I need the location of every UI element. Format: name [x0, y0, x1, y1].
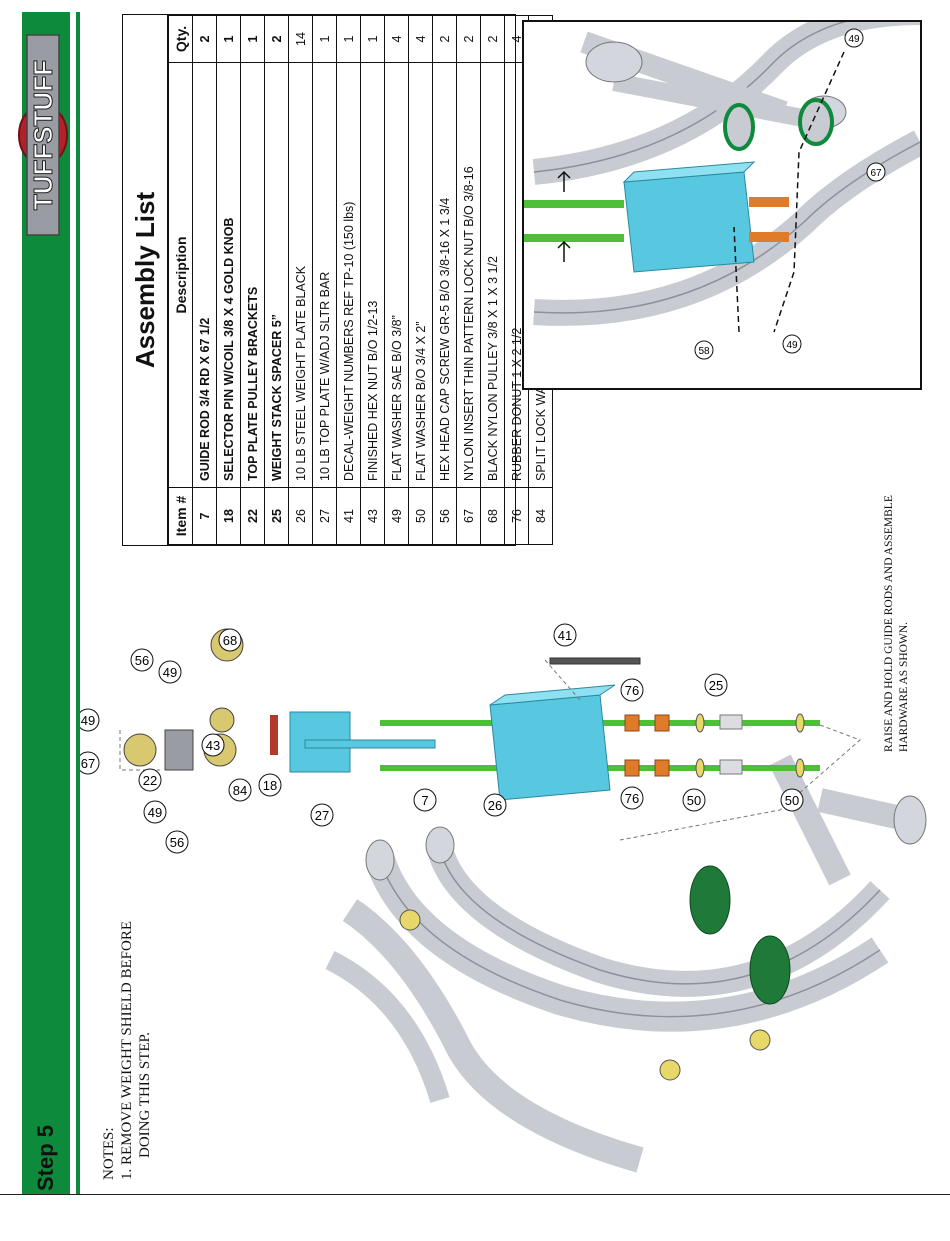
callout-18: 18 — [258, 773, 282, 797]
svg-text:50: 50 — [785, 793, 799, 808]
table-row: 50 FLAT WASHER B/O 3/4 X 2” 4 — [408, 15, 433, 545]
callout-26: 26 — [483, 793, 507, 817]
svg-text:25: 25 — [709, 678, 723, 693]
margin — [0, 0, 22, 1241]
assembly-list-title: Assembly List — [123, 15, 168, 545]
svg-text:41: 41 — [558, 628, 572, 643]
svg-text:56: 56 — [170, 835, 184, 850]
callout-50: 50 — [780, 788, 804, 812]
callout-76: 76 — [620, 678, 644, 702]
svg-text:TUFFSTUFF: TUFFSTUFF — [28, 60, 58, 210]
table-row: 49 FLAT WASHER SAE B/O 3/8” 4 — [384, 15, 409, 545]
svg-text:68: 68 — [223, 633, 237, 648]
table-row: 41 DECAL-WEIGHT NUMBERS REF TP-10 (150 l… — [336, 15, 361, 545]
callout-58: 58 — [694, 340, 714, 360]
table-row: 26 10 LB STEEL WEIGHT PLATE BLACK 14 — [288, 15, 313, 545]
weight-stack — [489, 684, 616, 801]
callout-7: 7 — [413, 788, 437, 812]
callout-76: 76 — [620, 786, 644, 810]
callout-68: 68 — [218, 628, 242, 652]
table-row: 25 WEIGHT STACK SPACER 5” 2 — [264, 15, 289, 545]
svg-text:43: 43 — [206, 738, 220, 753]
svg-text:49: 49 — [81, 713, 95, 728]
svg-text:49: 49 — [163, 665, 177, 680]
exploded-assembly-diagram: 56 49 68 49 67 22 43 84 18 27 49 56 41 7… — [80, 623, 927, 1173]
svg-text:67: 67 — [81, 756, 95, 771]
callout-50: 50 — [682, 788, 706, 812]
col-description: Description — [168, 62, 193, 488]
svg-text:49: 49 — [786, 340, 798, 351]
svg-text:49: 49 — [148, 805, 162, 820]
table-row: 67 NYLON INSERT THIN PATTERN LOCK NUT B/… — [456, 15, 481, 545]
weight-stack-detail — [622, 161, 756, 273]
callout-67: 67 — [80, 751, 100, 775]
table-row: 22 TOP PLATE PULLEY BRACKETS 1 — [240, 15, 265, 545]
svg-text:50: 50 — [687, 793, 701, 808]
svg-text:49: 49 — [848, 34, 860, 45]
callout-49: 49 — [158, 660, 182, 684]
table-row: 68 BLACK NYLON PULLEY 3/8 X 1 X 3 1/2 2 — [480, 15, 505, 545]
callout-56: 56 — [165, 830, 189, 854]
svg-text:76: 76 — [625, 683, 639, 698]
svg-text:22: 22 — [143, 773, 157, 788]
table-row: 56 HEX HEAD CAP SCREW GR-5 B/O 3/8-16 X … — [432, 15, 457, 545]
svg-text:84: 84 — [233, 783, 247, 798]
green-rule — [76, 12, 80, 1194]
callout-49: 49 — [80, 708, 100, 732]
table-row: 27 10 LB TOP PLATE W/ADJ SLTR BAR 1 — [312, 15, 337, 545]
svg-text:67: 67 — [870, 168, 882, 179]
svg-text:58: 58 — [698, 346, 710, 357]
callout-67: 67 — [866, 162, 886, 182]
callout-43: 43 — [201, 733, 225, 757]
svg-text:7: 7 — [421, 793, 428, 808]
callout-49: 49 — [143, 800, 167, 824]
svg-text:56: 56 — [135, 653, 149, 668]
tuffstuff-logo: TUFFSTUFF — [18, 34, 68, 236]
callout-49: 49 — [844, 28, 864, 48]
col-item: Item # — [168, 487, 193, 545]
callout-27: 27 — [310, 803, 334, 827]
callout-84: 84 — [228, 778, 252, 802]
svg-text:27: 27 — [315, 808, 329, 823]
callout-41: 41 — [553, 623, 577, 647]
inset-detail-drawing: 49 67 58 49 — [522, 20, 922, 390]
svg-text:76: 76 — [625, 791, 639, 806]
svg-text:18: 18 — [263, 778, 277, 793]
col-qty: Qty. — [168, 15, 193, 63]
assembly-list: Assembly List Item # Description Qty. 7 … — [122, 14, 553, 546]
callout-56: 56 — [130, 648, 154, 672]
assembly-table: Item # Description Qty. 7 GUIDE ROD 3/4 … — [168, 15, 553, 545]
svg-text:26: 26 — [488, 798, 502, 813]
table-row: 7 GUIDE ROD 3/4 RD X 67 1/2 2 — [192, 15, 217, 545]
table-row: 18 SELECTOR PIN W/COIL 3/8 X 4 GOLD KNOB… — [216, 15, 241, 545]
bottom-rule — [0, 1194, 950, 1195]
callout-22: 22 — [138, 768, 162, 792]
callout-25: 25 — [704, 673, 728, 697]
callout-49: 49 — [782, 334, 802, 354]
table-row: 43 FINISHED HEX NUT B/O 1/2-13 1 — [360, 15, 385, 545]
